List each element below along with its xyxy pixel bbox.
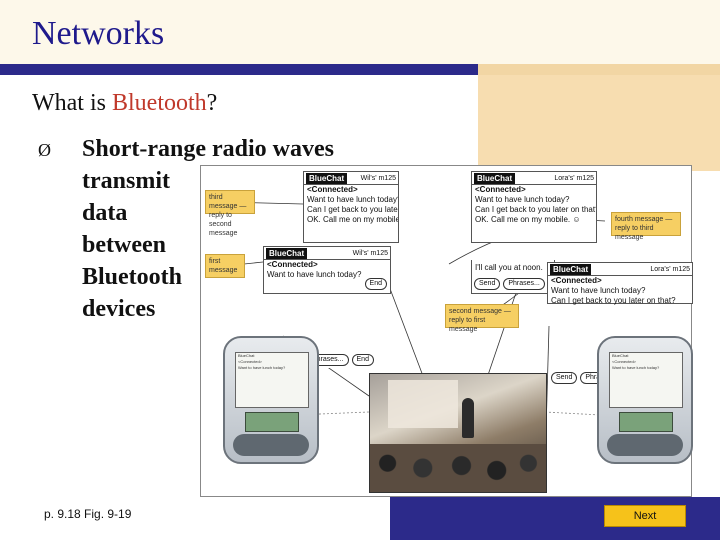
subtitle-prefix: What is	[32, 90, 112, 116]
end-button[interactable]: End	[351, 354, 374, 366]
status-text: Lora's' m125	[554, 174, 594, 182]
chat-line: Can I get back to you later on that?	[551, 296, 676, 305]
screen-header: BlueChat Lora's' m125	[472, 172, 596, 185]
device-screen-line: BlueChat	[238, 353, 255, 358]
device-graffiti-area	[245, 412, 299, 432]
figure-reference: p. 9.18 Fig. 9-19	[44, 507, 132, 521]
chat-line: <Connected>	[475, 185, 526, 194]
bullet-line: data	[82, 200, 128, 226]
chat-line: OK. Call me on my mobile. ☺	[307, 215, 398, 224]
title-band	[0, 0, 720, 64]
chat-line: Want to have lunch today?	[267, 270, 362, 279]
audience	[370, 444, 546, 492]
handheld-device: BlueChat <Connected> Want to have lunch …	[223, 336, 319, 464]
subtitle-suffix: ?	[206, 90, 218, 116]
button-row: End	[364, 278, 387, 290]
bluetooth-figure: BlueChat Wil's' m125 <Connected> Want to…	[200, 165, 693, 497]
device-screen-line: Want to have lunch today?	[612, 365, 660, 370]
chat-line: I'll call you at noon.	[475, 263, 543, 272]
chat-screen: BlueChat Lora's' m125 <Connected> Want t…	[471, 171, 597, 243]
chat-line: <Connected>	[307, 185, 358, 194]
chat-line: Want to have lunch today?	[551, 286, 646, 295]
device-screen-line: <Connected>	[238, 359, 263, 364]
send-button[interactable]: Send	[474, 278, 501, 290]
device-graffiti-area	[619, 412, 673, 432]
subtitle: What is Bluetooth?	[32, 90, 217, 117]
accent-panel	[478, 75, 720, 171]
app-name: BlueChat	[266, 247, 308, 259]
phrases-button[interactable]: Phrases...	[503, 278, 545, 290]
status-text: Wil's' m125	[352, 249, 388, 257]
device-screen: BlueChat <Connected> Want to have lunch …	[235, 352, 309, 408]
meeting-photo	[369, 373, 547, 493]
projection-screen	[388, 380, 458, 428]
status-text: Lora's' m125	[650, 265, 690, 273]
button-row: Send Phrases...	[474, 278, 545, 290]
bullet-arrow-icon: Ø	[38, 140, 51, 160]
chat-screen-partial: I'll call you at noon. Send Phrases...	[471, 260, 555, 294]
title-rule	[0, 64, 478, 75]
screen-header: BlueChat Wil's' m125	[264, 247, 390, 260]
bullet-text: Short-range radio waves transmit data be…	[82, 133, 382, 325]
callout-third-message: third message — reply to second message	[205, 190, 255, 237]
end-button[interactable]: End	[364, 278, 387, 290]
app-name: BlueChat	[550, 263, 592, 275]
presenter-figure	[462, 398, 474, 438]
callout-second-message: second message — reply to first message	[445, 304, 519, 333]
screen-header: BlueChat Lora's' m125	[548, 263, 692, 276]
bullet-line: Short-range radio waves	[82, 136, 334, 162]
device-screen-line: <Connected>	[612, 359, 637, 364]
bullet-line: Bluetooth	[82, 264, 183, 290]
bullet-line: transmit	[82, 168, 170, 194]
bullet-line: devices	[82, 296, 156, 322]
send-button[interactable]: Send	[551, 372, 578, 384]
callout-fourth-message: fourth message — reply to third message	[611, 212, 681, 241]
chat-screen: BlueChat Wil's' m125 <Connected> Want to…	[303, 171, 399, 243]
screen-header: BlueChat Wil's' m125	[304, 172, 398, 185]
device-buttons	[607, 434, 683, 456]
status-text: Wil's' m125	[360, 174, 396, 182]
chat-line: <Connected>	[267, 260, 318, 269]
subtitle-highlight: Bluetooth	[111, 90, 207, 116]
chat-screen: BlueChat Lora's' m125 <Connected> Want t…	[547, 262, 693, 305]
next-button[interactable]: Next	[604, 505, 686, 527]
app-name: BlueChat	[474, 172, 516, 184]
chat-line: Can I get back to you later on that?	[475, 205, 596, 214]
chat-line: Want to have lunch today?	[475, 195, 570, 204]
device-buttons	[233, 434, 309, 456]
chat-line: Want to have lunch today?	[307, 195, 398, 204]
handheld-device: BlueChat <Connected> Want to have lunch …	[597, 336, 693, 464]
device-screen-line: Want to have lunch today?	[238, 365, 286, 370]
device-screen-line: BlueChat	[612, 353, 629, 358]
callout-first-message: first message	[205, 254, 245, 278]
title-rule-accent	[478, 64, 720, 75]
bullet-line: between	[82, 232, 166, 258]
app-name: BlueChat	[306, 172, 348, 184]
chat-screen: BlueChat Wil's' m125 <Connected> Want to…	[263, 246, 391, 294]
chat-line: <Connected>	[551, 276, 602, 285]
chat-line: OK. Call me on my mobile. ☺	[475, 215, 581, 224]
device-screen: BlueChat <Connected> Want to have lunch …	[609, 352, 683, 408]
slide-title: Networks	[32, 15, 165, 52]
chat-line: Can I get back to you later on that?	[307, 205, 398, 214]
